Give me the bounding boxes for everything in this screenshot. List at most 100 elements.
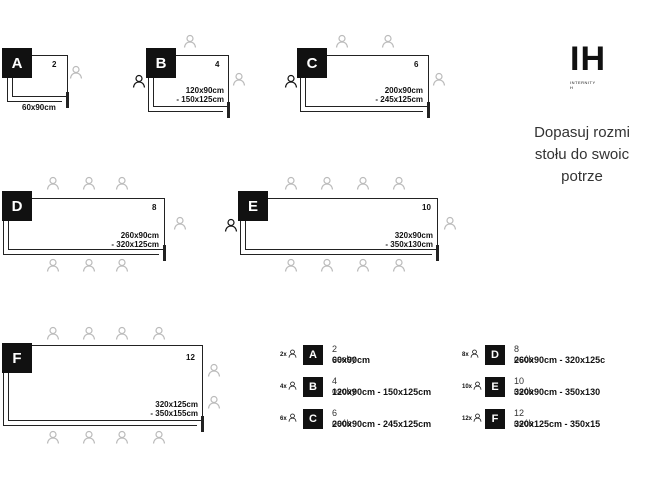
- person-icon: [82, 326, 96, 340]
- tagline-line-2: stołu do swoic: [534, 146, 630, 163]
- table-c-dims: 200x90cm - 245x125cm: [366, 86, 423, 104]
- person-icon: [46, 176, 60, 190]
- person-icon: [288, 381, 297, 390]
- brand-subtitle: INTERNITY H: [570, 80, 596, 90]
- tagline-line-1: Dopasuj rozmi: [534, 124, 630, 141]
- table-e-dim-1: 320x90cm: [394, 231, 433, 240]
- brand-logo: IH: [570, 40, 606, 78]
- legend-badge: E: [485, 377, 505, 397]
- person-icon: [115, 176, 129, 190]
- person-icon: [288, 413, 297, 422]
- table-leg: [227, 102, 230, 118]
- table-leg: [66, 92, 69, 108]
- person-icon: [473, 413, 482, 422]
- table-e-seats: 10: [422, 203, 431, 212]
- table-e-dim-2: - 350x130cm: [385, 240, 433, 249]
- legend-count: 12x: [462, 416, 473, 422]
- table-d-badge: D: [2, 191, 32, 221]
- person-icon: [207, 395, 221, 409]
- legend-people: 4 osoby: [332, 376, 357, 396]
- table-b-dim-2: - 150x125cm: [176, 95, 224, 104]
- person-icon: [356, 258, 370, 272]
- person-icon: [432, 72, 446, 86]
- legend-people: 2 osoby: [332, 344, 357, 364]
- table-a-dims: 60x90cm: [22, 103, 56, 112]
- legend-dims: 260x90cm - 320x125c: [514, 355, 606, 365]
- legend-badge: C: [303, 409, 323, 429]
- table-b-dims: 120x90cm - 150x125cm: [172, 86, 224, 104]
- person-icon: [224, 218, 238, 232]
- person-icon: [115, 430, 129, 444]
- table-e-badge: E: [238, 191, 268, 221]
- table-c-seats: 6: [414, 60, 419, 69]
- legend-dims: 60x90cm: [332, 355, 371, 365]
- person-icon: [183, 34, 197, 48]
- person-icon: [46, 326, 60, 340]
- legend-count: 10x: [462, 384, 473, 390]
- person-icon: [173, 216, 187, 230]
- table-a-badge: A: [2, 48, 32, 78]
- tagline-line-3: potrze: [561, 168, 603, 185]
- table-c-dim-2: - 245x125cm: [375, 95, 423, 104]
- legend-badge: D: [485, 345, 505, 365]
- legend-people: 8 osób: [514, 344, 534, 364]
- table-c-badge: C: [297, 48, 327, 78]
- person-icon: [115, 326, 129, 340]
- person-icon: [473, 381, 482, 390]
- table-e-dims: 320x90cm - 350x130cm: [372, 231, 433, 249]
- table-b-dim-1: 120x90cm: [185, 86, 224, 95]
- legend-dims: 320x125cm - 350x15: [514, 419, 601, 429]
- legend-count: 4x: [280, 384, 287, 390]
- person-icon: [69, 65, 83, 79]
- table-f-dims: 320x125cm - 350x155cm: [128, 400, 198, 418]
- person-icon: [335, 34, 349, 48]
- legend-count: 8x: [462, 352, 469, 358]
- person-icon: [381, 34, 395, 48]
- person-icon: [392, 258, 406, 272]
- person-icon: [284, 176, 298, 190]
- table-d-dim-2: - 320x125cm: [111, 240, 159, 249]
- legend-badge: A: [303, 345, 323, 365]
- legend-people: 10 osób: [514, 376, 534, 396]
- person-icon: [46, 430, 60, 444]
- legend-people: 6 osób: [332, 408, 352, 428]
- table-f-dim-1: 320x125cm: [155, 400, 198, 409]
- table-f-dim-2: - 350x155cm: [150, 409, 198, 418]
- person-icon: [152, 430, 166, 444]
- table-d-seats: 8: [152, 203, 157, 212]
- person-icon: [288, 349, 297, 358]
- legend-people: 12 osób: [514, 408, 534, 428]
- legend-count: 2x: [280, 352, 287, 358]
- legend-badge: F: [485, 409, 505, 429]
- table-f-seats: 12: [186, 353, 195, 362]
- person-icon: [46, 258, 60, 272]
- person-icon: [132, 74, 146, 88]
- person-icon: [82, 176, 96, 190]
- person-icon: [152, 326, 166, 340]
- person-icon: [443, 216, 457, 230]
- table-leg: [163, 245, 166, 261]
- person-icon: [284, 258, 298, 272]
- legend-badge: B: [303, 377, 323, 397]
- legend-dims: 320x90cm - 350x130: [514, 387, 601, 397]
- person-icon: [115, 258, 129, 272]
- person-icon: [470, 349, 479, 358]
- table-leg: [436, 245, 439, 261]
- table-a-seats: 2: [52, 60, 57, 69]
- table-d-dims: 260x90cm - 320x125cm: [100, 231, 159, 249]
- person-icon: [284, 74, 298, 88]
- person-icon: [320, 176, 334, 190]
- person-icon: [356, 176, 370, 190]
- table-d-dim-1: 260x90cm: [120, 231, 159, 240]
- table-f: [3, 345, 203, 426]
- table-b-seats: 4: [215, 60, 220, 69]
- table-b-badge: B: [146, 48, 176, 78]
- legend-dims: 120x90cm - 150x125cm: [332, 387, 432, 397]
- person-icon: [82, 430, 96, 444]
- table-leg: [201, 416, 204, 432]
- legend-dims: 200x90cm - 245x125cm: [332, 419, 432, 429]
- person-icon: [207, 363, 221, 377]
- person-icon: [82, 258, 96, 272]
- legend-count: 6x: [280, 416, 287, 422]
- person-icon: [392, 176, 406, 190]
